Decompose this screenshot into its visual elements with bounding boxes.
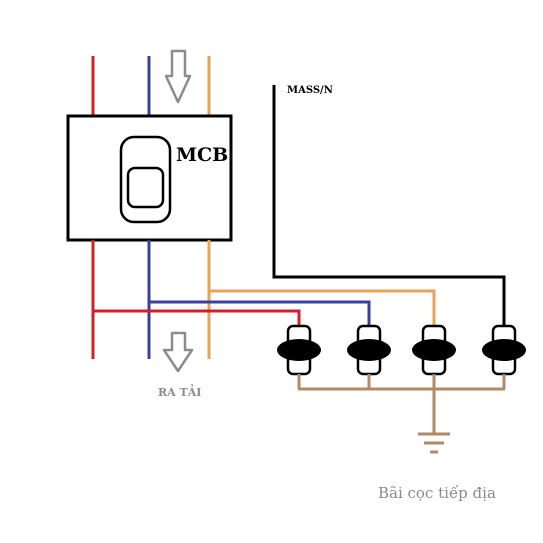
down-arrow-icon <box>164 49 192 104</box>
blue-branch-wire <box>149 300 371 328</box>
grounding-caption: Bãi cọc tiếp địa <box>378 484 496 502</box>
mcb-toggle-icon <box>119 135 172 224</box>
down-arrow-icon <box>162 331 194 373</box>
mcb-label: MCB <box>176 144 228 166</box>
mass-neutral-wire <box>272 85 506 328</box>
surge-arrester-icon <box>482 324 526 376</box>
surge-arrester-icon <box>412 324 456 376</box>
orange-branch-wire <box>209 289 436 328</box>
red-branch-wire <box>93 309 301 328</box>
surge-arrester-icon <box>277 324 321 376</box>
ground-symbol-icon <box>418 432 450 454</box>
mass-neutral-label: MASS/N <box>287 85 333 96</box>
surge-arrester-icon <box>347 324 391 376</box>
output-label: RA TẢI <box>158 384 201 399</box>
